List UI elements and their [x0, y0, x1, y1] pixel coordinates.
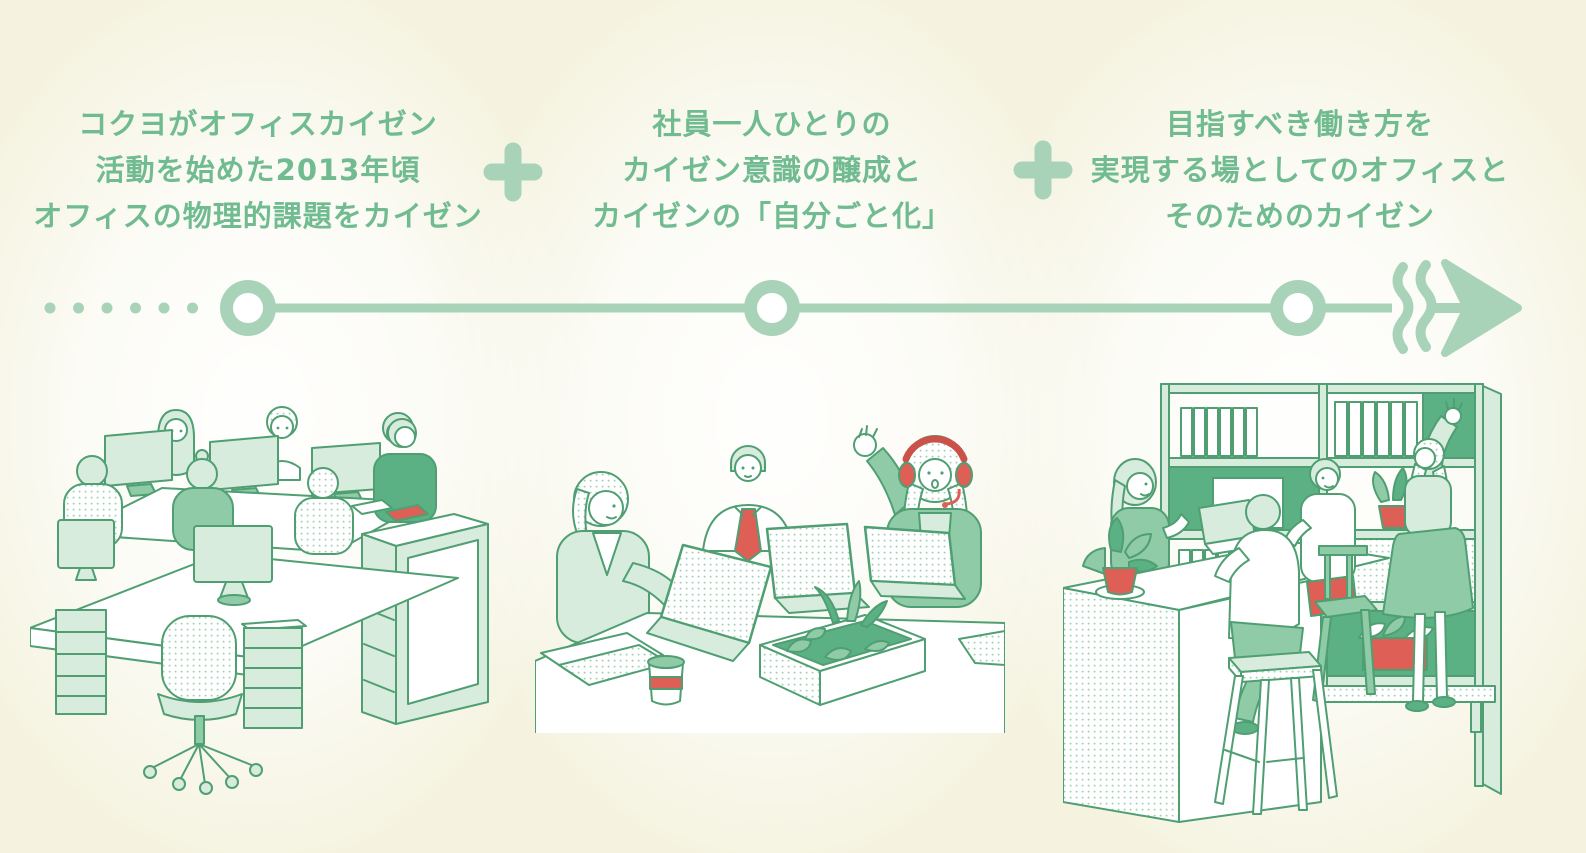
laptop — [863, 525, 966, 600]
timeline-node — [744, 280, 800, 336]
office-desks-illustration — [30, 406, 489, 795]
laptop — [765, 522, 870, 614]
office-chair — [143, 615, 263, 795]
meeting-table-illustration — [535, 425, 1005, 733]
stage-3-caption: 目指すべき働き方を 実現する場としてのオフィスと そのためのカイゼン — [1038, 101, 1562, 239]
caption-line: コクヨがオフィスカイゼン — [78, 107, 438, 141]
coffee-cup — [647, 655, 685, 706]
drawer-cabinet — [361, 513, 489, 725]
red-notebook — [385, 504, 429, 522]
monitor — [193, 525, 273, 606]
headphones-icon — [902, 435, 968, 463]
caption-line: カイゼンの「自分ごと化」 — [591, 199, 952, 233]
caption-line: カイゼン意識の醸成と — [621, 153, 922, 187]
monitor — [104, 429, 173, 497]
caption-line: 目指すべき働き方を — [1166, 107, 1434, 141]
person — [351, 418, 437, 523]
monitor — [57, 519, 115, 581]
stool — [1214, 651, 1338, 815]
caption-line: オフィスの物理的課題をカイゼン — [33, 199, 483, 233]
timeline-node — [1270, 280, 1326, 336]
potted-plant — [1082, 517, 1158, 600]
monitor — [209, 435, 279, 501]
drawer-cabinet — [241, 619, 307, 729]
person — [702, 445, 794, 562]
caption-line: 社員一人ひとりの — [652, 107, 892, 141]
person — [1382, 398, 1474, 712]
timeline-leading-dots — [44, 302, 198, 314]
timeline-arrow-icon — [1428, 259, 1522, 357]
laptop — [646, 543, 773, 662]
caption-line: 活動を始めた2013年頃 — [95, 153, 421, 187]
binders — [1334, 401, 1418, 457]
stage-1-caption: コクヨがオフィスカイゼン 活動を始めた2013年頃 オフィスの物理的課題をカイゼ… — [0, 101, 520, 239]
planter-box — [759, 580, 926, 706]
bookshelf-illustration — [1063, 383, 1502, 823]
person — [294, 467, 354, 555]
stage-2-caption: 社員一人ひとりの カイゼン意識の醸成と カイゼンの「自分ごと化」 — [510, 101, 1034, 239]
timeline-break-icon — [1392, 260, 1437, 354]
binders — [1180, 407, 1258, 457]
plus-icon — [483, 142, 543, 202]
caption-line: そのためのカイゼン — [1164, 199, 1435, 233]
plus-icon — [1013, 140, 1073, 200]
timeline — [44, 259, 1522, 357]
caption-line: 実現する場としてのオフィスと — [1090, 153, 1510, 187]
drawer-cabinet — [55, 609, 107, 715]
timeline-node — [220, 280, 276, 336]
